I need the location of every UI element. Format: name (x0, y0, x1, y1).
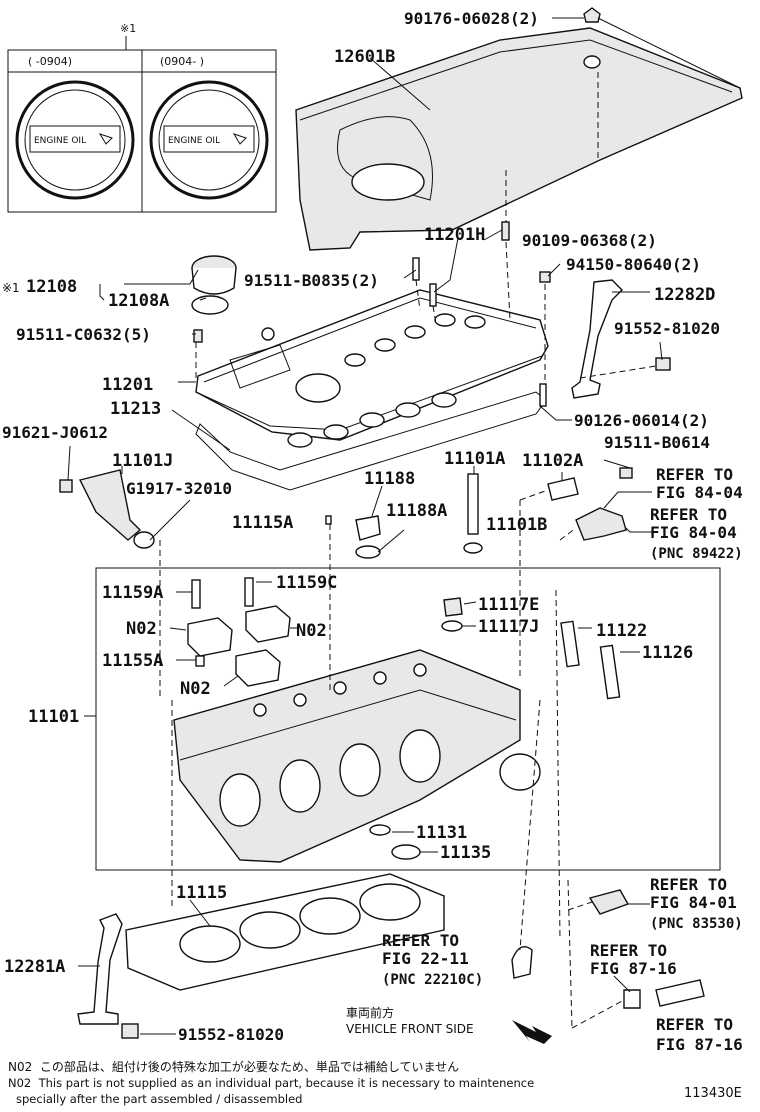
label-91511-B0614: 91511-B0614 (604, 433, 710, 452)
ref4-line2: FIG 22-11 (382, 949, 469, 968)
label-11102A: 11102A (522, 451, 583, 471)
small-bolts (59, 221, 671, 1039)
label-90176-06028: 90176-06028(2) (404, 9, 539, 28)
label-91552-81020-bottom: 91552-81020 (178, 1025, 284, 1044)
spark-plug-gaskets (287, 392, 457, 448)
label-12108A: 12108A (108, 291, 169, 311)
label-90109-06368: 90109-06368(2) (522, 231, 657, 250)
ref6-line2: FIG 87-16 (656, 1035, 743, 1054)
cylinder-head (173, 649, 541, 863)
label-11188A: 11188A (386, 501, 447, 521)
label-90126-06014: 90126-06014(2) (574, 411, 709, 430)
ref5-line1: REFER TO (590, 941, 667, 960)
cylinder-head-cover (195, 289, 549, 441)
ref5-line2: FIG 87-16 (590, 959, 677, 978)
inset-cap-text-right: ENGINE OIL (168, 136, 220, 146)
ref4-line3: (PNC 22210C) (382, 972, 483, 988)
front-label-jp: 車両前方 (346, 1006, 395, 1020)
oil-control-valve (78, 469, 155, 549)
label-91511-B0835: 91511-B0835(2) (244, 271, 379, 290)
ref1-line1: REFER TO (656, 465, 733, 484)
label-11115A: 11115A (232, 513, 293, 533)
front-label-en: VEHICLE FRONT SIDE (346, 1022, 474, 1036)
footnote-en-code: N02 (8, 1076, 32, 1090)
inset-cap-text-left: ENGINE OIL (34, 136, 86, 146)
figure-number: 113430E (684, 1086, 742, 1101)
ref3-line1: REFER TO (650, 875, 727, 894)
footnote-jp-text: この部品は、組付け後の特殊な加工が必要なため、単品では補給していません (39, 1060, 460, 1074)
label-G1917-32010: G1917-32010 (126, 479, 232, 498)
label-12601B: 12601B (334, 47, 395, 67)
label-11101B: 11101B (486, 515, 547, 535)
label-11159C: 11159C (276, 573, 337, 593)
part-labels: 90176-06028(2) 12601B 11201H 90109-06368… (2, 9, 720, 1044)
label-11131: 11131 (416, 823, 467, 843)
label-11155A: 11155A (102, 651, 163, 671)
label-91552-81020-top: 91552-81020 (614, 319, 720, 338)
ref4-line1: REFER TO (382, 931, 459, 950)
dashed-lines (159, 72, 657, 1029)
cylinder-head-box (95, 567, 721, 871)
leader-lines (67, 17, 741, 1035)
camshaft-bearing-caps (187, 605, 291, 687)
ref1-line2: FIG 84-04 (656, 483, 743, 502)
engine-hanger-bracket-bottom (77, 913, 123, 1025)
footnote-en-text: This part is not supplied as an individu… (38, 1076, 535, 1090)
label-91511-C0632: 91511-C0632(5) (16, 325, 151, 344)
footnote-jp-code: N02 (8, 1060, 33, 1074)
plugs (325, 515, 381, 559)
label-11188: 11188 (364, 469, 415, 489)
label-11159A: 11159A (102, 583, 163, 603)
label-11126: 11126 (642, 643, 693, 663)
ref2-line2: FIG 84-04 (650, 523, 737, 542)
label-11122: 11122 (596, 621, 647, 641)
label-11115: 11115 (176, 883, 227, 903)
label-11201: 11201 (102, 375, 153, 395)
ref6-line1: REFER TO (656, 1015, 733, 1034)
footnote-jp: N02 この部品は、組付け後の特殊な加工が必要なため、単品では補給していません (8, 1058, 459, 1075)
label-12281A: 12281A (4, 957, 65, 977)
sensors (511, 477, 705, 1009)
front-arrow (512, 1020, 552, 1044)
engine-cover (295, 7, 743, 251)
label-11117J: 11117J (478, 617, 539, 637)
ref3-line3: (PNC 83530) (650, 916, 743, 932)
label-91621-J0612: 91621-J0612 (2, 423, 108, 442)
inset-marker: ※1 (120, 22, 136, 35)
label-N02-c: N02 (180, 679, 211, 699)
ref2-line1: REFER TO (650, 505, 727, 524)
label-11101: 11101 (28, 707, 79, 727)
label-11117E: 11117E (478, 595, 539, 615)
footnote-en-cont: specially after the part assembled / dis… (16, 1092, 303, 1106)
label-11101J: 11101J (112, 451, 173, 471)
cylinder-head-gasket (125, 873, 445, 991)
oil-filler-cap (191, 255, 237, 315)
label-11135: 11135 (440, 843, 491, 863)
inset-left-header: ( -0904) (28, 55, 72, 68)
label-N02-b: N02 (296, 621, 327, 641)
label-94150-80640: 94150-80640(2) (566, 255, 701, 274)
refer-to-notes: REFER TO FIG 84-04 REFER TO FIG 84-04 (P… (382, 465, 743, 1054)
label-11213: 11213 (110, 399, 161, 419)
inset-oil-cap: ※1 ( -0904) (0904- ) ENGINE OIL ENGINE O… (7, 22, 277, 213)
label-12108: 12108 (26, 277, 77, 297)
ref2-line3: (PNC 89422) (650, 546, 743, 562)
ref3-line2: FIG 84-01 (650, 893, 737, 912)
label-N02-a: N02 (126, 619, 157, 639)
plug-and-gasket-11117 (441, 597, 463, 632)
footnote-en: N02 This part is not supplied as an indi… (8, 1076, 534, 1090)
inset-right-header: (0904- ) (160, 55, 204, 68)
label-11201H: 11201H (424, 225, 485, 245)
guides (560, 620, 621, 700)
engine-hanger-bracket-top (571, 279, 623, 399)
label-11101A: 11101A (444, 449, 505, 469)
label-12282D: 12282D (654, 285, 715, 305)
label-12108-marker: ※1 (2, 281, 20, 295)
